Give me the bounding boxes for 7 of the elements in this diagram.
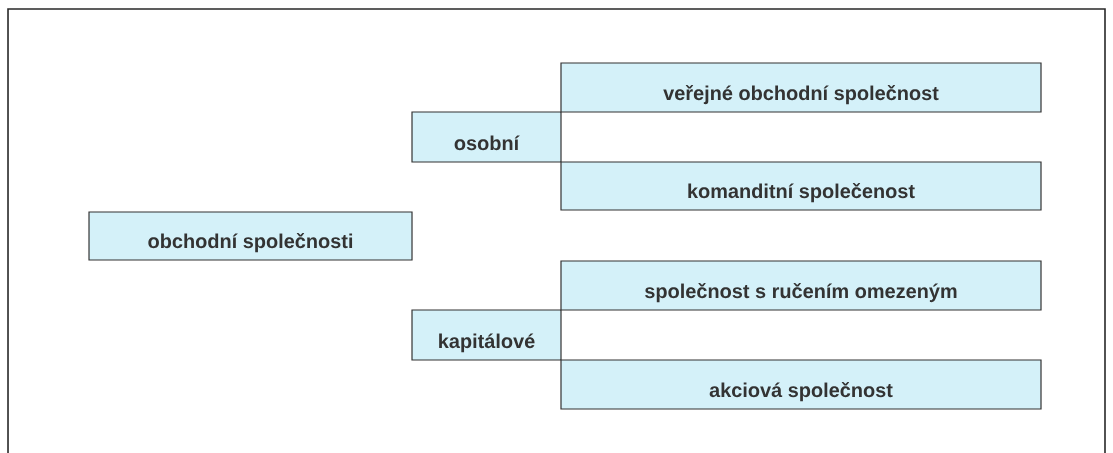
category-box: osobní bbox=[411, 111, 562, 163]
category-box: obchodní společnosti bbox=[88, 211, 413, 261]
company-type-box: veřejné obchodní společnost bbox=[560, 62, 1042, 113]
company-type-box: společnost s ručením omezeným bbox=[560, 260, 1042, 311]
company-type-box: akciová společnost bbox=[560, 359, 1042, 410]
category-box: kapitálové bbox=[411, 309, 562, 361]
company-type-box: komanditní společenost bbox=[560, 161, 1042, 211]
